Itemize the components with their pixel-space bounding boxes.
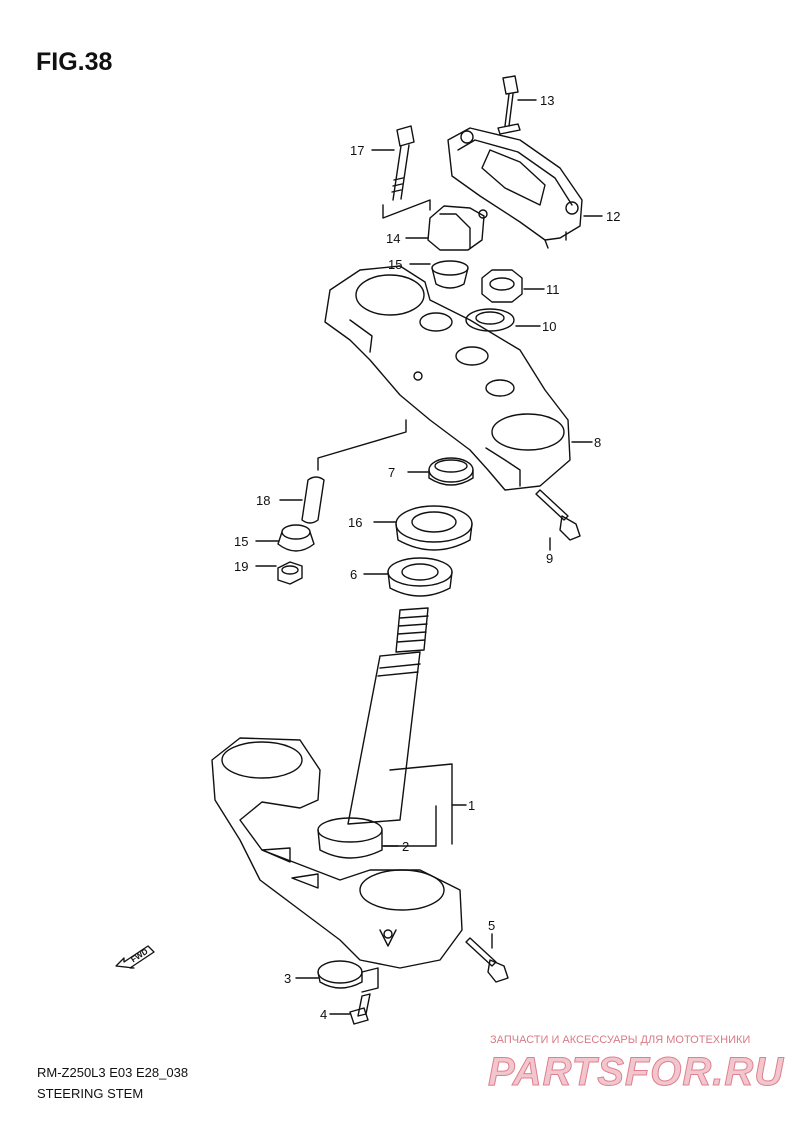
callout-5: 5 <box>488 918 495 933</box>
figure-name: STEERING STEM <box>37 1086 144 1101</box>
callout-11: 11 <box>546 282 560 297</box>
callout-10: 10 <box>542 319 556 334</box>
part-11-nut <box>481 269 523 303</box>
callout-8: 8 <box>594 435 601 450</box>
part-5-bolt <box>465 937 509 983</box>
callout-17: 17 <box>350 143 364 158</box>
part-19-nut <box>277 561 303 585</box>
part-16-dust-seal <box>395 505 473 551</box>
watermark-logo: PARTSFOR.RU <box>487 1050 785 1095</box>
part-4-bolt <box>349 993 371 1025</box>
model-code: RM-Z250L3 E03 E28_038 <box>37 1065 189 1080</box>
part-6-bearing <box>387 557 453 597</box>
callout-6: 6 <box>350 567 357 582</box>
callout-4: 4 <box>320 1007 327 1022</box>
figure-title: FIG.38 <box>36 48 113 76</box>
part-2-lower-bearing <box>317 817 383 859</box>
fwd-arrow-icon: FWD <box>115 945 155 969</box>
callout-12: 12 <box>606 209 620 224</box>
part-9-bolt <box>535 489 581 541</box>
callout-3: 3 <box>284 971 291 986</box>
callout-15-upper: 15 <box>388 257 402 272</box>
part-3-clamp <box>317 960 379 993</box>
callout-13: 13 <box>540 93 554 108</box>
part-15-bushing-upper <box>431 260 469 289</box>
callout-labels: 1 2 3 4 5 6 7 8 9 10 11 12 13 14 15 15 1… <box>234 93 620 1022</box>
part-17-bolt <box>391 125 415 201</box>
callout-2: 2 <box>402 839 409 854</box>
part-7-lock-nut <box>428 457 474 486</box>
callout-19: 19 <box>234 559 248 574</box>
part-14-lower-clamp <box>427 205 488 251</box>
callout-7: 7 <box>388 465 395 480</box>
part-18-pin <box>301 476 325 524</box>
part-13-bolt <box>497 75 521 135</box>
part-8-upper-bracket <box>324 265 571 491</box>
part-10-washer <box>465 308 515 332</box>
part-15-bushing-lower <box>277 524 315 552</box>
callout-15-lower: 15 <box>234 534 248 549</box>
callout-16: 16 <box>348 515 362 530</box>
callout-18: 18 <box>256 493 270 508</box>
part-1-steering-stem <box>347 607 429 825</box>
callout-9: 9 <box>546 551 553 566</box>
callout-1: 1 <box>468 798 475 813</box>
watermark-caption: ЗАПЧАСТИ И АКСЕССУАРЫ ДЛЯ МОТОТЕХНИКИ <box>490 1034 751 1046</box>
part-12-upper-clamp <box>447 127 583 249</box>
lower-bracket <box>211 737 463 969</box>
callout-14: 14 <box>386 231 400 246</box>
